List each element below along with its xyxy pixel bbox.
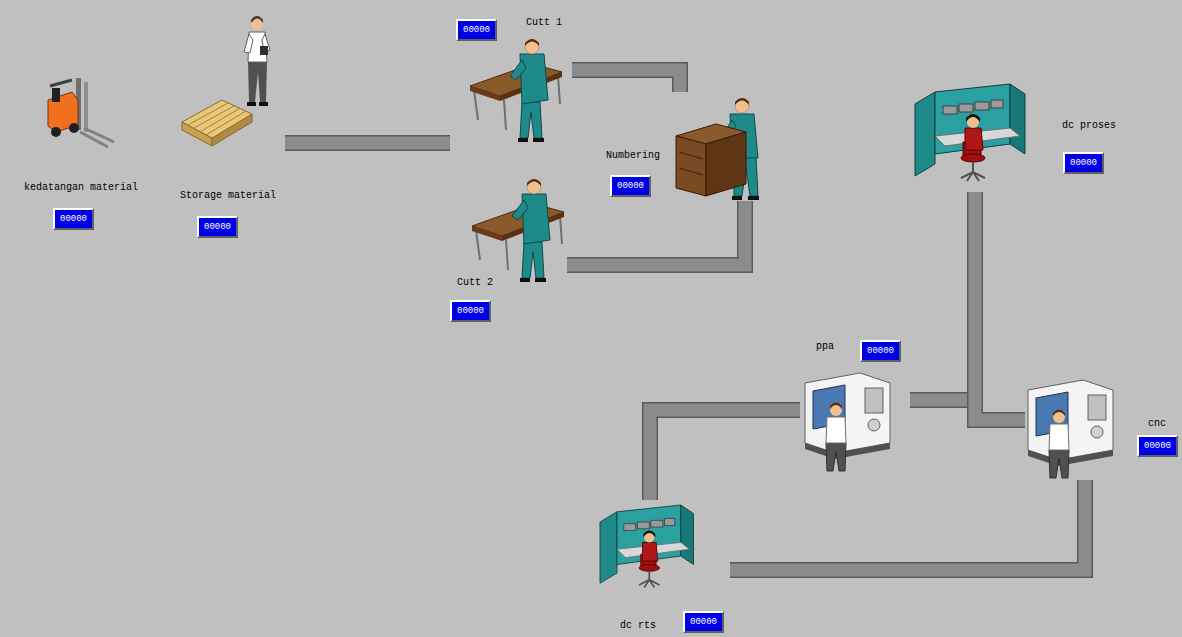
conveyor-path — [650, 410, 800, 500]
forklift-icon — [51, 127, 61, 137]
counter-display: 00000 — [1063, 152, 1104, 174]
station-node: ppa 00000 — [800, 333, 910, 473]
counter-display: 00000 — [53, 208, 94, 230]
pallet-icon — [182, 100, 252, 138]
station-node: dc rts 00000 — [595, 500, 730, 637]
conveyor-outline — [730, 480, 1085, 570]
station-label: dc proses — [1062, 120, 1116, 132]
station-node: cnc 00000 — [1025, 378, 1182, 480]
pallet-icon — [182, 100, 252, 146]
conveyor-path — [910, 192, 975, 400]
standing-man-icon — [244, 16, 270, 106]
station-label: ppa — [816, 341, 834, 353]
station-label: Storage material — [180, 190, 276, 202]
numbering-desk-icon — [676, 98, 759, 200]
standing-man-icon — [260, 46, 268, 55]
conveyor-fill — [650, 410, 800, 500]
station-label: Numbering — [606, 150, 660, 162]
counter-display: 00000 — [450, 300, 491, 322]
conveyor-outline — [975, 192, 1025, 420]
counter-display: 00000 — [456, 19, 497, 41]
conveyor-outline — [650, 410, 800, 500]
conveyor-outline — [567, 201, 745, 265]
forklift-icon — [50, 80, 72, 86]
standing-man-icon — [259, 102, 268, 106]
counter-display: 00000 — [197, 216, 238, 238]
machine-icon — [805, 373, 890, 471]
station-node: Cutt 1 00000 — [450, 13, 572, 145]
conveyor-path — [730, 480, 1085, 570]
forklift-icon — [48, 78, 114, 147]
station-node: kedatangan material 00000 — [20, 75, 155, 237]
station-label: Cutt 1 — [526, 17, 562, 29]
counter-display: 00000 — [610, 175, 651, 197]
forklift-icon — [52, 88, 60, 102]
conveyor-path — [285, 143, 450, 144]
counter-display: 00000 — [1137, 435, 1178, 457]
conveyor-outline — [910, 192, 975, 400]
station-node: Numbering 00000 — [600, 92, 770, 201]
station-label: cnc — [1148, 418, 1166, 430]
cubicle-icon — [600, 505, 694, 587]
conveyor-fill — [567, 201, 745, 265]
conveyor-path — [567, 201, 745, 265]
standing-man-icon — [247, 102, 256, 106]
standing-man-icon — [251, 16, 263, 23]
cutting-table-icon — [472, 179, 564, 282]
counter-display: 00000 — [860, 340, 901, 362]
conveyor-fill — [975, 192, 1025, 420]
conveyor-outline — [572, 70, 680, 92]
station-node: dc proses 00000 — [912, 82, 1122, 192]
standing-man-icon — [248, 62, 267, 102]
conveyor-fill — [910, 192, 975, 400]
machine-icon — [1028, 380, 1113, 478]
conveyor-fill — [572, 70, 680, 92]
conveyor-path — [572, 70, 680, 92]
standing-man-icon — [244, 34, 253, 53]
conveyor-fill — [285, 137, 450, 150]
forklift-icon — [80, 128, 114, 147]
conveyor-path — [975, 192, 1025, 420]
cubicle-icon — [915, 84, 1025, 181]
cutting-table-icon — [470, 39, 562, 142]
station-node: Storage material 00000 — [175, 10, 285, 242]
station-label: dc rts — [620, 620, 656, 632]
station-label: kedatangan material — [24, 182, 138, 194]
station-label: Cutt 2 — [457, 277, 493, 289]
pallet-icon — [188, 103, 246, 135]
counter-display: 00000 — [683, 611, 724, 633]
conveyor-outline — [285, 135, 450, 151]
forklift-icon — [84, 82, 88, 132]
conveyor-fill — [730, 480, 1085, 570]
forklift-icon — [69, 123, 79, 133]
station-node: Cutt 2 00000 — [445, 175, 567, 327]
